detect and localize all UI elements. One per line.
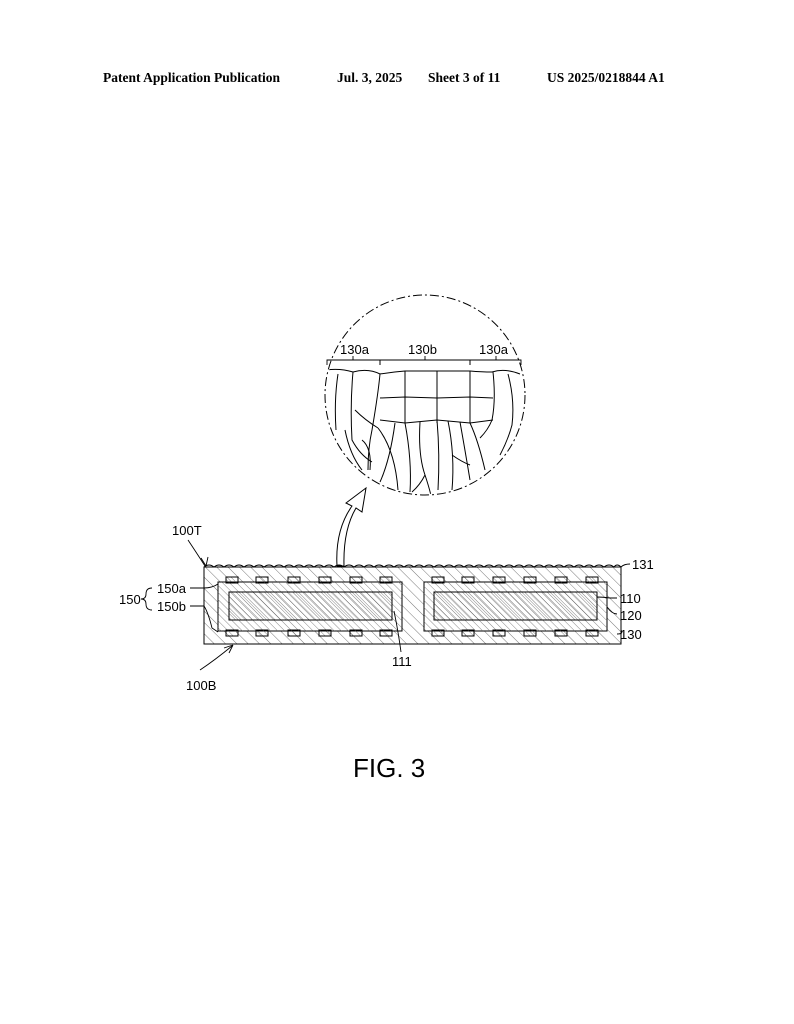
label-150b: 150b (157, 599, 186, 614)
label-130: 130 (620, 627, 642, 642)
label-150: 150 (119, 592, 141, 607)
label-110: 110 (620, 591, 641, 606)
pads (225, 576, 599, 637)
core-left (228, 591, 393, 621)
label-130a-left: 130a (340, 342, 370, 357)
label-130a-right: 130a (479, 342, 509, 357)
textured-surface (203, 564, 622, 568)
header-publication: Patent Application Publication (103, 70, 281, 85)
label-131: 131 (632, 557, 654, 572)
header-date: Jul. 3, 2025 (337, 70, 403, 85)
header-sheet: Sheet 3 of 11 (428, 70, 501, 85)
core-right (433, 591, 598, 621)
cross-section (203, 564, 622, 645)
label-111: 111 (392, 654, 412, 669)
detail-circle: 130a 130b 130a (324, 294, 526, 496)
label-100B: 100B (186, 678, 216, 693)
page-header: Patent Application Publication Jul. 3, 2… (103, 70, 693, 88)
magnify-arrow (336, 486, 367, 567)
label-130b: 130b (408, 342, 437, 357)
label-120: 120 (620, 608, 642, 623)
label-100T: 100T (172, 523, 202, 538)
header-patent-number: US 2025/0218844 A1 (547, 70, 665, 85)
figure-caption: FIG. 3 (353, 753, 425, 783)
label-150a: 150a (157, 581, 187, 596)
